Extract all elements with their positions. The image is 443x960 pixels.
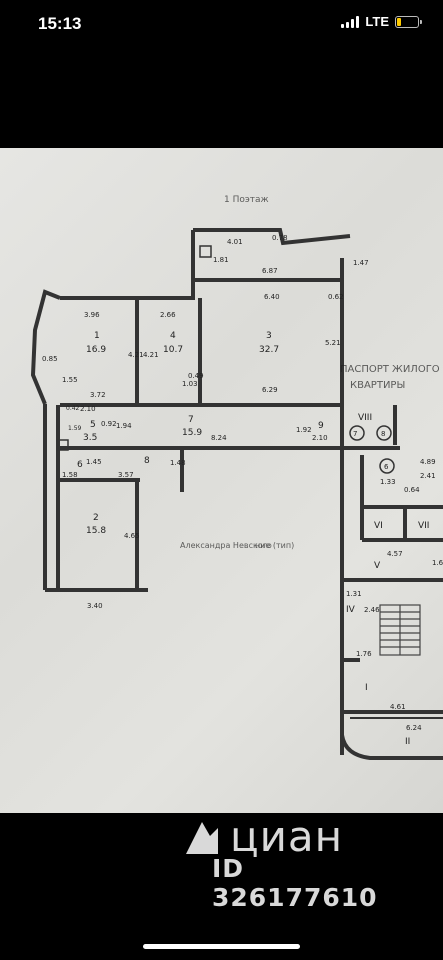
room-labels: 1 16.9 2 15.8 3 32.7 4 10.7 5 3.5 6 7 15… [77,331,429,747]
svg-text:КВАРТИРЫ: КВАРТИРЫ [350,380,405,391]
svg-text:3.96: 3.96 [84,311,100,319]
svg-text:1.55: 1.55 [62,376,78,384]
plan-walls [30,228,443,760]
svg-text:Александра Невского: Александра Невского [180,541,272,550]
status-bar: 15:13 LTE [0,0,443,50]
svg-text:3.57: 3.57 [118,471,134,479]
svg-text:0.62: 0.62 [328,293,344,301]
svg-text:2.10: 2.10 [80,405,96,413]
svg-text:1.47: 1.47 [353,259,369,267]
room-6-number: 6 [77,460,83,470]
svg-text:4.21: 4.21 [143,351,159,359]
cellular-signal-icon [341,15,360,28]
svg-text:1.94: 1.94 [116,422,132,430]
room-1-area: 16.9 [86,345,106,355]
svg-text:1.59: 1.59 [68,425,82,432]
room-5-area: 3.5 [83,433,97,443]
svg-text:0.64: 0.64 [404,486,420,494]
room-7-area: 15.9 [182,428,202,438]
floor-plan-photo[interactable]: 1 16.9 2 15.8 3 32.7 4 10.7 5 3.5 6 7 15… [0,148,443,813]
dimension-labels: 4.01 1.81 0.78 1.47 6.87 6.40 0.62 3.96 … [42,234,443,732]
floor-plan-drawing: 1 16.9 2 15.8 3 32.7 4 10.7 5 3.5 6 7 15… [30,195,443,760]
room-4-number: 4 [170,331,176,341]
circle-8-label: 8 [381,430,385,438]
svg-text:6.40: 6.40 [264,293,280,301]
svg-text:5.21: 5.21 [325,339,341,347]
svg-text:1 Поэтаж: 1 Поэтаж [224,195,269,205]
svg-text:1.58: 1.58 [62,471,78,479]
cian-brand-text: циан [230,812,344,861]
svg-text:1.48: 1.48 [170,459,186,467]
room-vii-label: VII [418,521,429,531]
svg-text:0.92: 0.92 [101,420,117,428]
battery-icon [395,15,422,28]
svg-text:1.92: 1.92 [296,426,312,434]
svg-text:4.89: 4.89 [420,458,436,466]
svg-text:4.21: 4.21 [128,351,144,359]
room-1-number: 1 [94,331,100,341]
svg-text:0.42: 0.42 [66,405,80,412]
room-iv-label: IV [346,605,356,615]
svg-text:2.46: 2.46 [364,606,380,614]
svg-text:4.65: 4.65 [124,532,140,540]
status-icons: LTE [341,14,422,29]
svg-text:1.33: 1.33 [380,478,396,486]
circle-7-label: 7 [353,430,357,438]
room-ii-label: II [405,737,410,747]
svg-text:0.49: 0.49 [188,372,204,380]
circle-6-label: 6 [384,463,389,471]
svg-text:3.72: 3.72 [90,391,106,399]
room-8-number: 8 [144,456,150,466]
svg-text:3.40: 3.40 [87,602,103,610]
svg-text:0.85: 0.85 [42,355,58,363]
svg-text:6.87: 6.87 [262,267,278,275]
room-v-label: V [374,561,381,571]
listing-id: ID 326177610 [212,854,378,912]
cian-logo-icon [186,822,218,854]
room-4-area: 10.7 [163,345,183,355]
svg-text:1.03: 1.03 [182,380,198,388]
svg-text:4.57: 4.57 [387,550,403,558]
room-3-number: 3 [266,331,272,341]
svg-text:1.60: 1.60 [432,559,443,567]
cian-watermark: циан ID 326177610 [182,812,412,912]
status-time: 15:13 [38,14,82,33]
plan-circles [57,245,395,474]
svg-text:2.66: 2.66 [160,311,176,319]
faded-background-text: 1 Поэтаж ПАСПОРТ ЖИЛОГО ПОМЕЩЕНИЯ КВАРТИ… [180,195,443,550]
svg-text:4.01: 4.01 [227,238,243,246]
room-2-area: 15.8 [86,526,106,536]
network-type: LTE [365,14,389,29]
svg-text:2.10: 2.10 [312,434,328,442]
room-2-number: 2 [93,513,99,523]
svg-text:6.24: 6.24 [406,724,422,732]
svg-text:ние (тип): ние (тип) [255,541,294,550]
svg-text:1.45: 1.45 [86,458,102,466]
room-9-number: 9 [318,421,324,431]
svg-text:1.76: 1.76 [356,650,372,658]
svg-text:1.81: 1.81 [213,256,229,264]
svg-text:4.61: 4.61 [390,703,406,711]
room-i-label: I [365,683,368,693]
svg-text:6.29: 6.29 [262,386,278,394]
room-3-area: 32.7 [259,345,279,355]
room-vi-label: VI [374,521,383,531]
svg-text:8.24: 8.24 [211,434,227,442]
home-indicator[interactable] [143,944,300,949]
room-7-number: 7 [188,415,194,425]
staircase [379,604,421,656]
svg-text:0.78: 0.78 [272,234,288,242]
room-5-number: 5 [90,420,96,430]
room-viii-label: VIII [358,413,372,423]
svg-text:ПАСПОРТ ЖИЛОГО ПОМЕЩЕНИЯ: ПАСПОРТ ЖИЛОГО ПОМЕЩЕНИЯ [340,364,443,375]
svg-text:1.31: 1.31 [346,590,362,598]
svg-text:2.41: 2.41 [420,472,436,480]
